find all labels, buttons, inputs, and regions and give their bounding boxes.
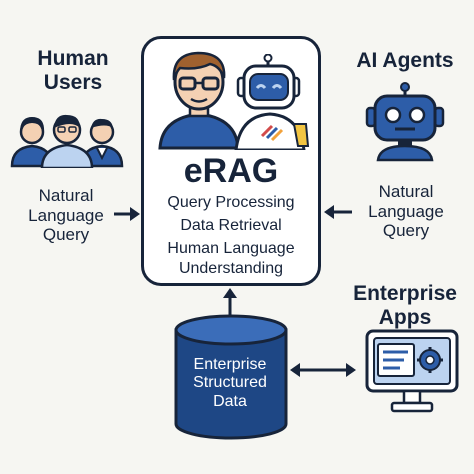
left-query-label: Natural Language Query (16, 186, 116, 245)
robot-assistant-icon (234, 54, 310, 150)
erag-line-understanding: Understanding (178, 260, 284, 277)
erag-line-human-language: Human Language (167, 240, 295, 257)
ai-agent-robot-icon (365, 82, 445, 162)
erag-line-data-retrieval: Data Retrieval (180, 217, 282, 234)
human-with-glasses-icon (158, 51, 240, 150)
right-query-label: Natural Language Query (356, 182, 456, 241)
erag-title: eRAG (183, 152, 279, 190)
enterprise-apps-heading-line1: Enterprise (353, 282, 457, 305)
database-cylinder-icon (174, 314, 288, 440)
left-query-line2: Language (28, 205, 104, 225)
right-query-line3: Query (382, 221, 430, 241)
right-arrow-connector (324, 205, 352, 219)
right-query-line1: Natural (378, 182, 434, 201)
ai-agents-heading: AI Agents (356, 49, 454, 72)
enterprise-apps-heading-line2: Apps (378, 306, 432, 330)
human-users-icon (10, 114, 124, 168)
left-arrow-connector (114, 207, 140, 221)
enterprise-apps-monitor-icon (365, 329, 459, 413)
left-query-line3: Query (42, 225, 90, 245)
bidirectional-arrow-connector (290, 363, 356, 377)
right-query-line2: Language (368, 201, 444, 221)
database-label-line1: Enterprise (193, 356, 267, 373)
enterprise-apps-heading: Enterprise Apps (340, 282, 470, 330)
database-label-line2: Structured (193, 374, 267, 392)
database-label: Enterprise Structured Data (175, 356, 285, 411)
human-users-heading: Human Users (18, 47, 128, 95)
human-users-heading-line1: Human (37, 47, 109, 70)
erag-box (141, 36, 321, 286)
human-users-heading-line2: Users (43, 71, 103, 95)
erag-line-query-processing: Query Processing (167, 194, 295, 211)
left-query-line1: Natural (38, 186, 94, 205)
database-label-line3: Data (213, 392, 247, 410)
